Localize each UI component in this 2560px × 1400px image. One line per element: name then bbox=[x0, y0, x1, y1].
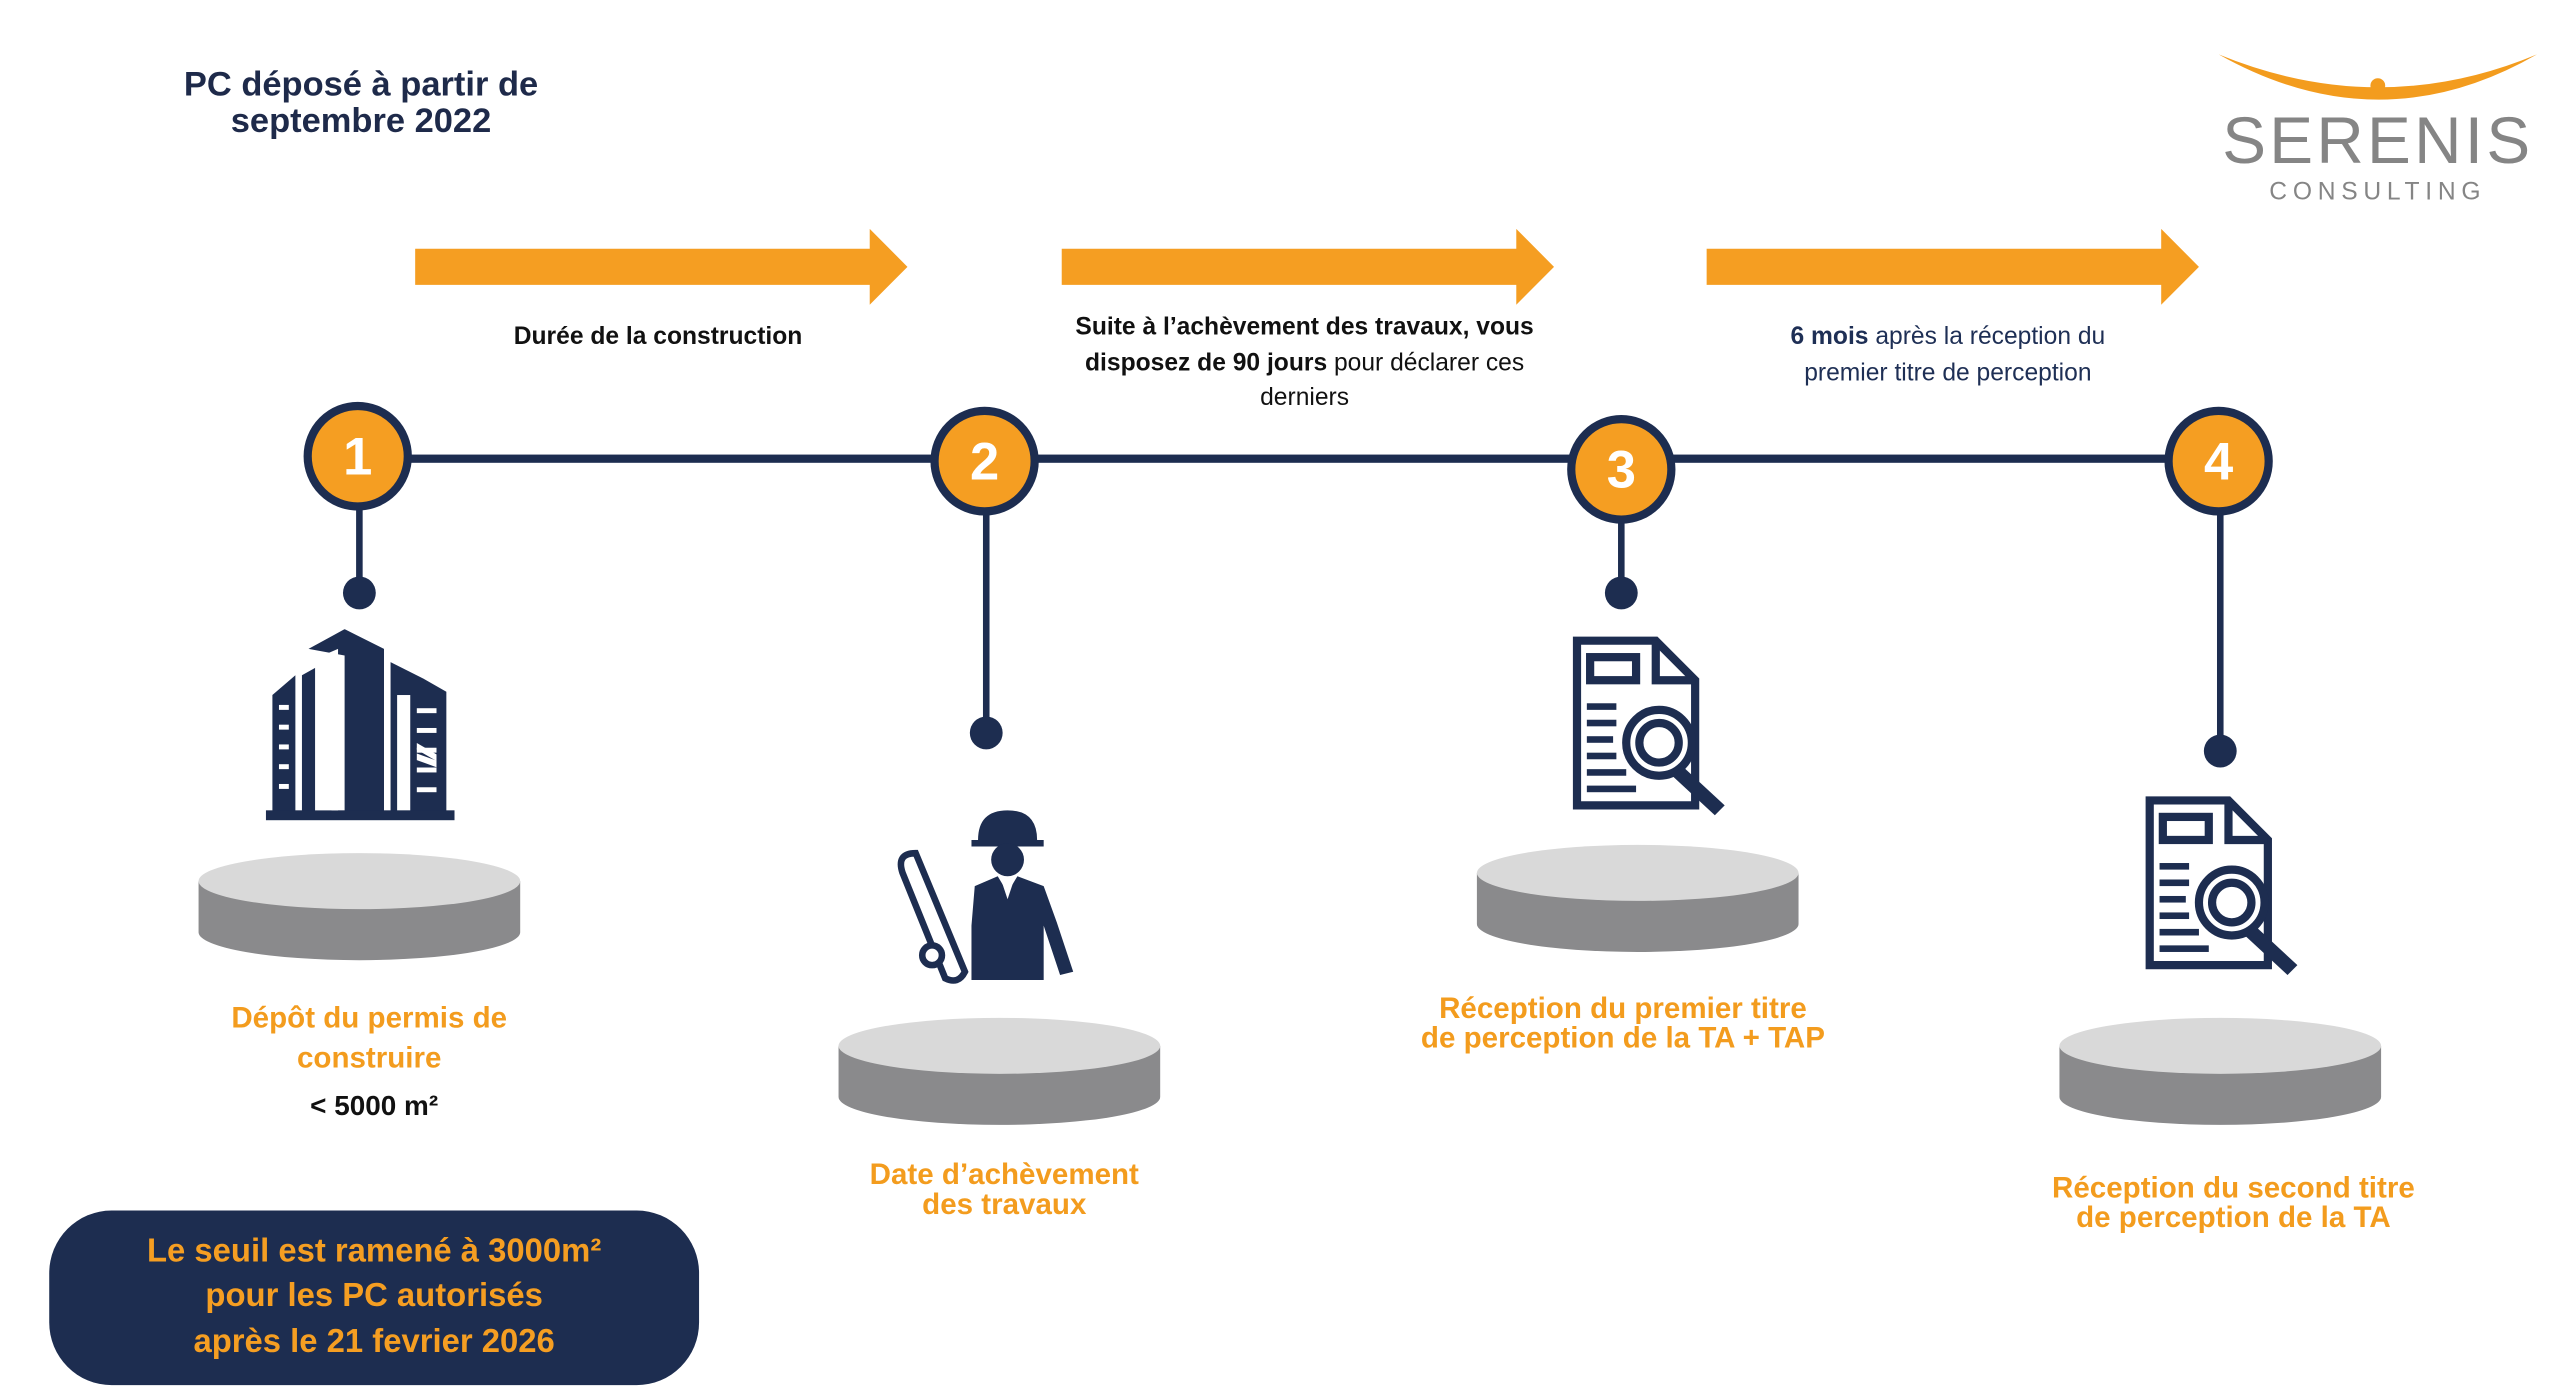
label-line: des travaux bbox=[922, 1187, 1087, 1221]
step-number-1: 1 bbox=[303, 401, 412, 511]
bold-text: Suite à l’achèvement des travaux, vous bbox=[1075, 312, 1534, 341]
phase-arrows bbox=[415, 228, 2199, 305]
label-line: Date d’achèvement bbox=[869, 1157, 1139, 1191]
pedestal bbox=[1476, 844, 1799, 952]
step-number-2: 2 bbox=[930, 406, 1039, 516]
text: premier titre de perception bbox=[1804, 358, 2092, 387]
bold-text: 6 mois bbox=[1790, 322, 1869, 351]
pedestal bbox=[2059, 1017, 2382, 1125]
construction-worker-icon bbox=[897, 810, 1074, 984]
logo-tagline: CONSULTING bbox=[2269, 177, 2487, 206]
callout-line: Le seuil est ramené à 3000m² bbox=[146, 1233, 602, 1270]
connector-dot bbox=[342, 576, 376, 610]
bold-text: disposez de 90 jours bbox=[1085, 348, 1328, 377]
logo-arc-icon bbox=[2218, 54, 2537, 100]
area-threshold: < 5000 m² bbox=[310, 1090, 439, 1122]
text: derniers bbox=[1260, 383, 1350, 412]
title-line: PC déposé à partir de bbox=[183, 65, 539, 104]
connector-line bbox=[982, 494, 990, 733]
label-line: Dépôt du permis de bbox=[231, 1001, 508, 1035]
step-number-4: 4 bbox=[2164, 406, 2273, 516]
text: pour déclarer ces bbox=[1327, 348, 1525, 377]
callout-line: pour les PC autorisés bbox=[205, 1278, 543, 1315]
label-line: de perception de la TA bbox=[2076, 1200, 2391, 1234]
connector-dot bbox=[2203, 734, 2237, 768]
step-label-1: Dépôt du permis de construire bbox=[231, 998, 507, 1077]
label-line: Réception du second titre bbox=[2052, 1171, 2415, 1204]
text: après la réception du bbox=[1868, 322, 2106, 351]
document-search-icon bbox=[2145, 796, 2298, 976]
pedestal bbox=[838, 1017, 1161, 1125]
connector-dot bbox=[1604, 576, 1638, 610]
label-line: Réception du premier titre bbox=[1439, 991, 1807, 1025]
title-line: septembre 2022 bbox=[230, 102, 492, 140]
phase-description: Suite à l’achèvement des travaux, vous d… bbox=[1075, 310, 1533, 416]
page-title: PC déposé à partir de septembre 2022 bbox=[183, 65, 539, 140]
document-search-icon bbox=[1572, 636, 1725, 816]
connector-line bbox=[356, 494, 363, 593]
arrow-right-icon bbox=[1061, 228, 1555, 305]
connector-line bbox=[2216, 494, 2224, 752]
step-label-4: Réception du second titre de perception … bbox=[2052, 1173, 2415, 1232]
logo-name: SERENIS bbox=[2222, 105, 2534, 178]
pedestal bbox=[198, 853, 521, 961]
label-line: de perception de la TA + TAP bbox=[1420, 1021, 1825, 1055]
label-line: construire bbox=[296, 1040, 442, 1074]
connector-dot bbox=[969, 716, 1003, 750]
phase-description: 6 mois après la réception du premier tit… bbox=[1790, 320, 2105, 391]
connector-line bbox=[1618, 494, 1625, 593]
step-number-3: 3 bbox=[1567, 415, 1676, 524]
timeline-line bbox=[357, 454, 2219, 463]
callout-line: après le 21 fevrier 2026 bbox=[193, 1323, 555, 1361]
arrow-right-icon bbox=[415, 228, 908, 305]
building-icon bbox=[265, 629, 455, 821]
step-label-3: Réception du premier titre de perception… bbox=[1421, 993, 1825, 1052]
step-label-2: Date d’achèvement des travaux bbox=[870, 1159, 1139, 1218]
arrow-right-icon bbox=[1706, 228, 2199, 305]
serenis-logo: SERENIS CONSULTING bbox=[2215, 46, 2543, 211]
threshold-callout: Le seuil est ramené à 3000m² pour les PC… bbox=[49, 1210, 700, 1386]
phase-description: Durée de la construction bbox=[513, 322, 803, 351]
